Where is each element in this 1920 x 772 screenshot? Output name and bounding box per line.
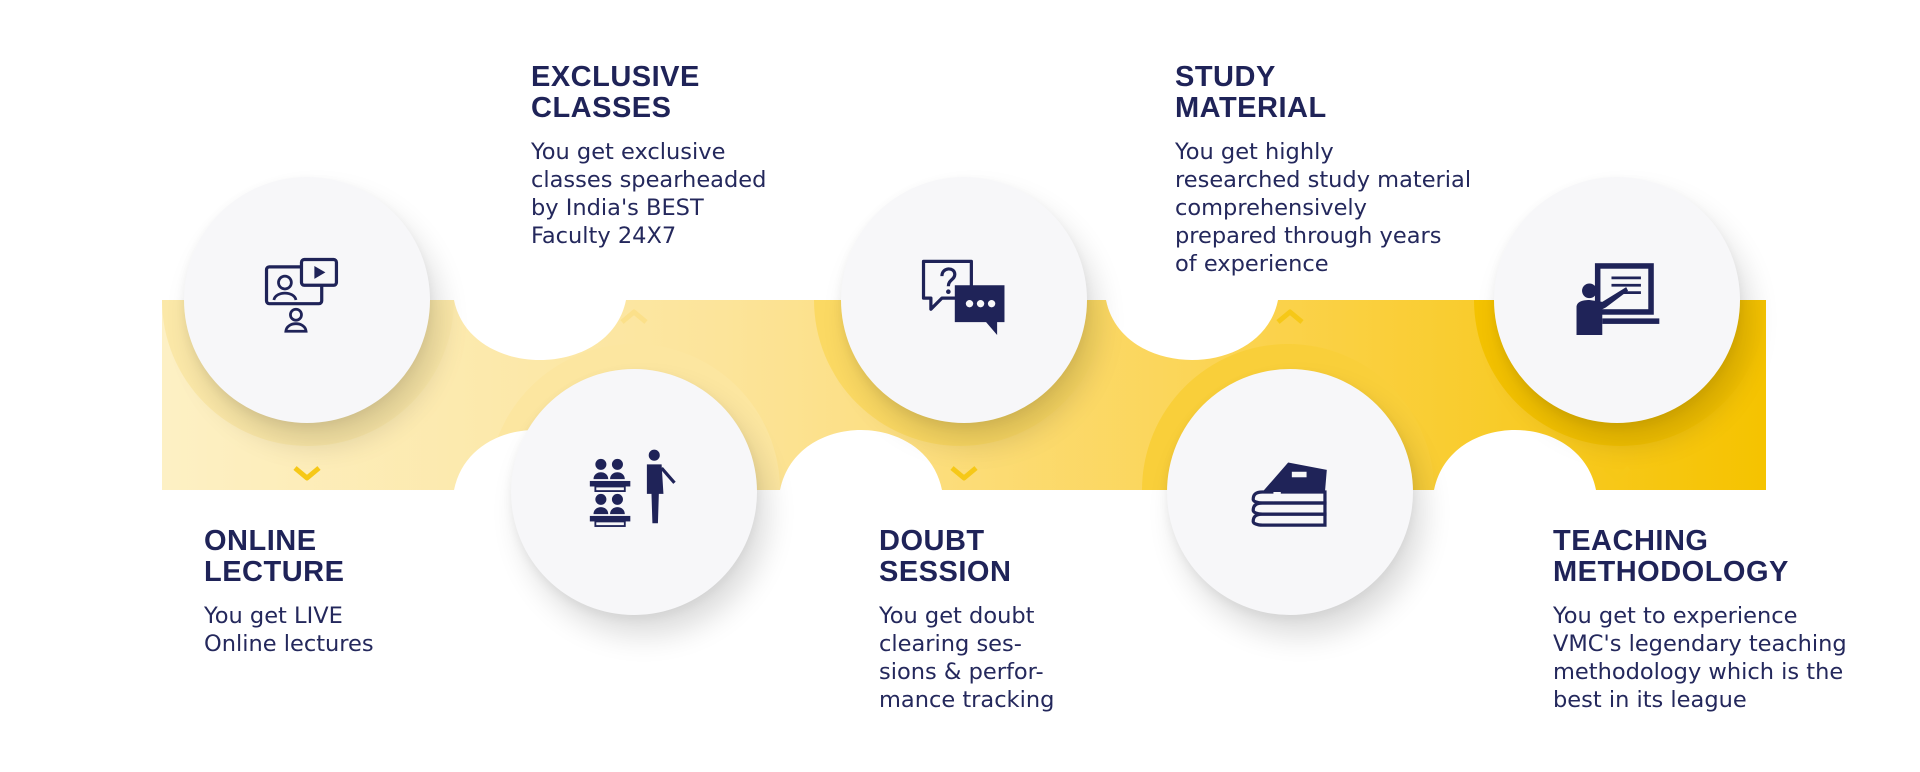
classroom-icon bbox=[589, 449, 676, 527]
step-description: You get to experience VMC's legendary te… bbox=[1553, 603, 1847, 713]
books-icon bbox=[1251, 462, 1327, 527]
step-description: You get doubt clearing ses- sions & perf… bbox=[879, 603, 1055, 713]
band-scallop-top-1 bbox=[454, 300, 626, 360]
circle-teaching-methodology bbox=[1494, 177, 1740, 423]
chevron-up-icon-4 bbox=[1276, 309, 1304, 324]
teacher-board-icon bbox=[1576, 263, 1660, 335]
chevron-down-icon-5 bbox=[1603, 466, 1631, 481]
circle-doubt-session bbox=[841, 177, 1087, 423]
step-description: You get highly researched study material… bbox=[1175, 139, 1472, 277]
band-scallop-bottom-2 bbox=[780, 430, 942, 490]
circle-online-lecture bbox=[184, 177, 430, 423]
video-lecture-icon bbox=[264, 257, 339, 333]
chevron-up-icon-2 bbox=[620, 309, 648, 324]
circle-exclusive-classes bbox=[511, 369, 757, 615]
chat-question-icon bbox=[921, 259, 1005, 335]
circle-study-material bbox=[1167, 369, 1413, 615]
chevron-down-icon-1 bbox=[293, 466, 321, 481]
step-description: You get LIVE Online lectures bbox=[204, 603, 374, 657]
step-description: You get exclusive classes spearheaded by… bbox=[531, 139, 767, 249]
chevron-down-icon-3 bbox=[950, 466, 978, 481]
band-scallop-bottom-3 bbox=[1434, 430, 1596, 490]
band-scallop-top-2 bbox=[1106, 300, 1278, 360]
